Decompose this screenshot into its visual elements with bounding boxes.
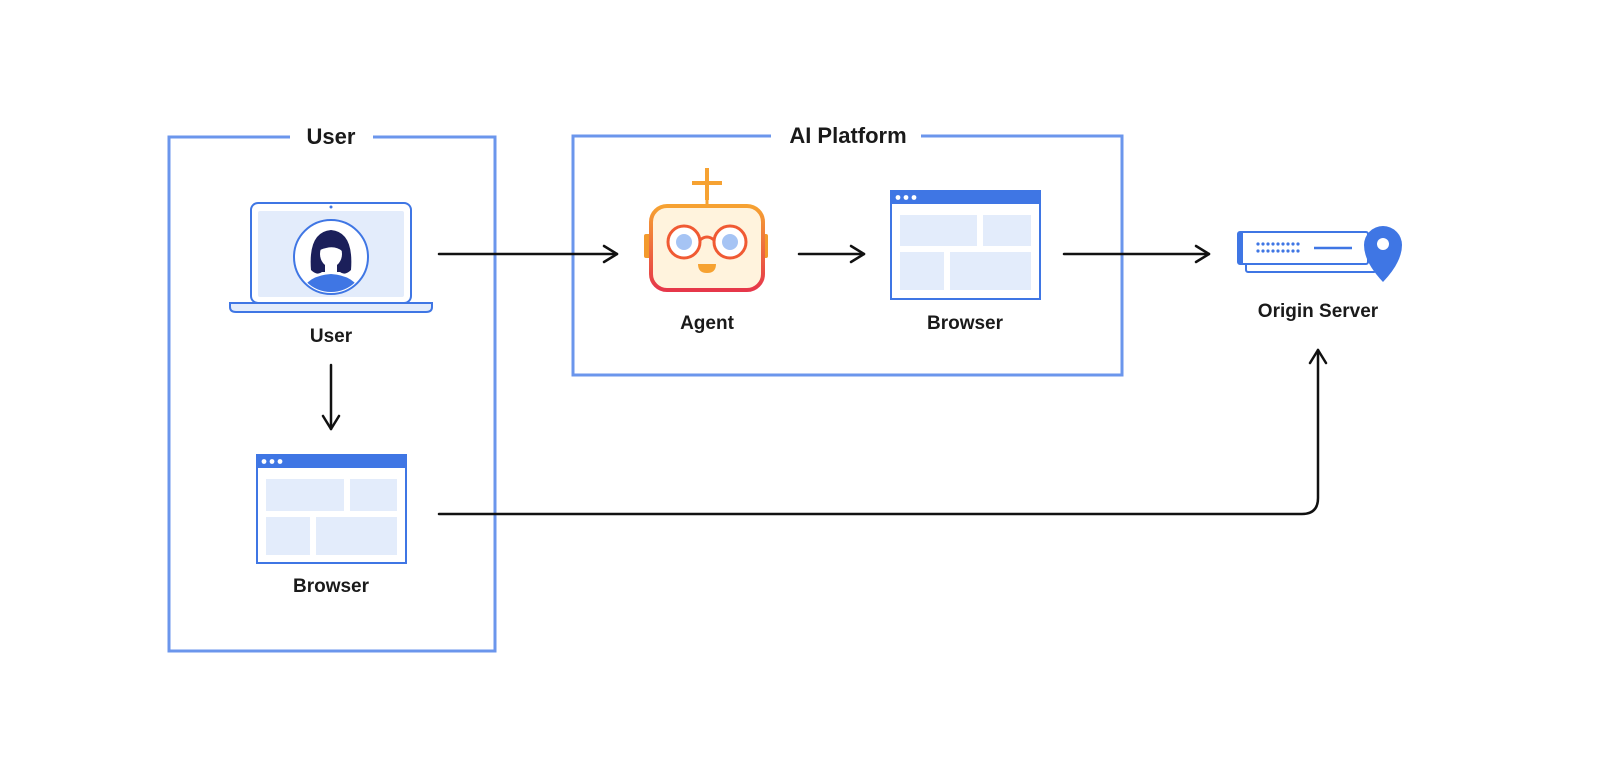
agent-label: Agent [680,313,735,334]
platform-browser-node: Browser [890,190,1041,334]
platform-browser-label: Browser [927,313,1004,334]
laptop-user-icon [229,202,433,313]
user-group-label: User [307,124,356,149]
browser-window-icon [890,190,1041,300]
user-group: User [167,124,497,653]
user-browser-node: Browser [256,454,407,597]
origin-server-label: Origin Server [1258,301,1379,322]
user-browser-label: Browser [293,576,370,597]
ai-platform-group-frame [571,134,1124,377]
origin-server-node: Origin Server [1237,226,1402,322]
browser-window-icon [256,454,407,564]
ai-platform-group: AI Platform [571,123,1124,377]
ai-platform-group-label: AI Platform [789,123,906,148]
user-group-frame [167,135,497,653]
edge-user-browser-to-origin [437,348,1328,516]
user-node-label: User [310,326,353,347]
server-location-icon [1237,226,1402,282]
edges [321,244,1328,516]
user-laptop-node: User [229,202,433,347]
agent-node: Agent [644,168,768,334]
robot-agent-icon [644,168,768,292]
